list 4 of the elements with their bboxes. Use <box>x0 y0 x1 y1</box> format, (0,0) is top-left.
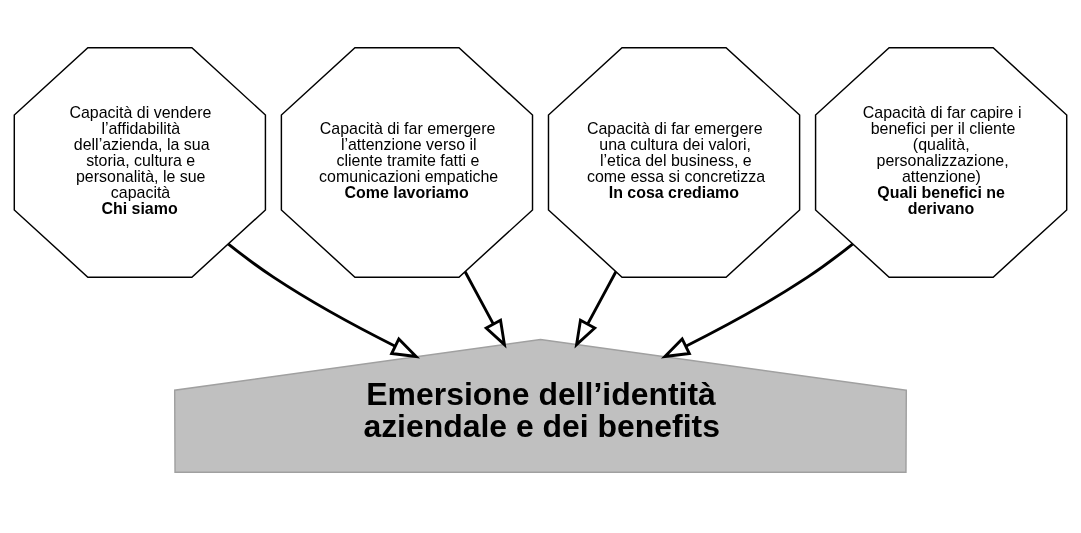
arrow <box>660 242 854 358</box>
arrow <box>574 270 618 348</box>
arrow <box>227 242 421 358</box>
arrow <box>463 270 507 348</box>
